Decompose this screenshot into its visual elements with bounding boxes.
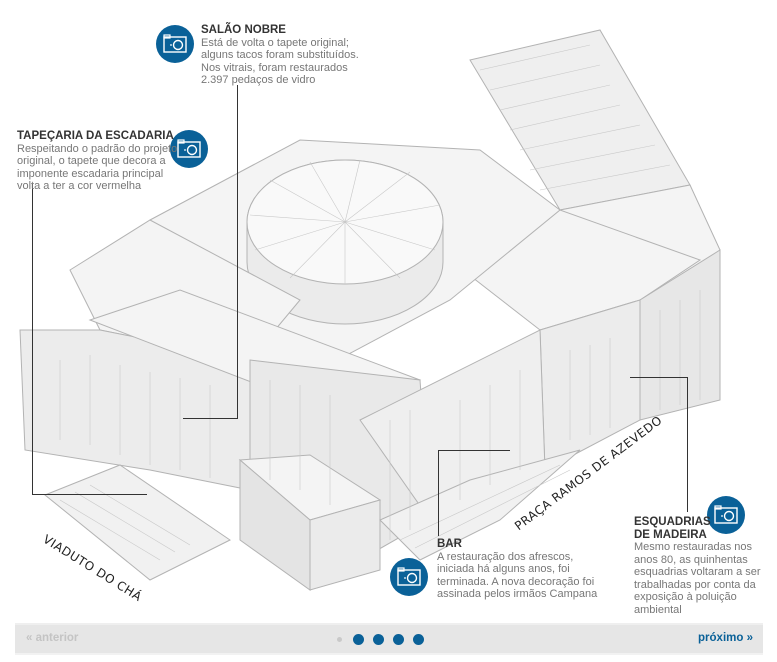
salao-nobre-camera-button[interactable] [156, 25, 194, 63]
callout-text: Respeitando o padrão do projeto [17, 142, 178, 155]
callout-text: anos 80, as quinhentas [634, 553, 748, 566]
page-dot-5[interactable] [413, 634, 424, 645]
tapecaria-camera-button[interactable] [170, 130, 208, 168]
callout-text: A restauração dos afrescos, [437, 550, 574, 563]
callout-text: ambiental [634, 603, 682, 616]
bar-leader-line [438, 450, 510, 451]
callout-text: original, o tapete que decora a [17, 155, 166, 167]
pagination-bar: « anterior próximo » [15, 623, 763, 655]
next-button[interactable]: próximo » [698, 632, 753, 644]
callout-title: SALÃO NOBRE [201, 24, 286, 36]
callout-text: imponente escadaria principal [17, 167, 164, 180]
salao-nobre-leader-line [183, 418, 238, 419]
callout-title: TAPEÇARIA DA ESCADARIA [17, 130, 174, 142]
tapecaria-callout: TAPEÇARIA DA ESCADARIA Respeitando o pad… [17, 130, 177, 193]
esquadrias-leader-line [630, 377, 687, 378]
callout-text: 2.397 pedaços de vidro [201, 74, 316, 86]
previous-button[interactable]: « anterior [26, 632, 79, 644]
callout-text: terminada. A nova decoração foi [437, 575, 595, 588]
callout-title: DE MADEIRA [634, 528, 707, 541]
esquadrias-leader-line [687, 377, 688, 512]
camera-icon [163, 34, 187, 53]
callout-text: trabalhadas por conta da [634, 578, 756, 591]
callout-text: esquadrias voltaram a ser [634, 566, 761, 578]
callout-text: alguns tacos foram substituídos. [201, 49, 359, 61]
bar-camera-button[interactable] [390, 558, 428, 596]
salao-nobre-callout: SALÃO NOBRE Está de volta o tapete origi… [201, 24, 359, 87]
callout-text: Nos vitrais, foram restaurados [201, 61, 348, 74]
page-dot-3[interactable] [373, 634, 384, 645]
callout-text: iniciada há alguns anos, foi [437, 563, 570, 575]
camera-icon [714, 505, 738, 524]
callout-title: BAR [437, 538, 462, 550]
esquadrias-camera-button[interactable] [707, 496, 745, 534]
bar-leader-line [438, 450, 439, 536]
salao-nobre-leader-line [237, 85, 238, 419]
callout-text: Está de volta o tapete original; [201, 36, 349, 49]
callout-title: ESQUADRIAS [634, 516, 711, 528]
page-dot-1-current[interactable] [337, 637, 342, 642]
bar-callout: BAR A restauração dos afrescos, iniciada… [437, 538, 597, 601]
camera-icon [397, 567, 421, 586]
callout-text: assinada pelos irmãos Campana [437, 588, 598, 600]
tapecaria-leader-line [32, 184, 33, 495]
callout-text: volta a ter a cor vermelha [17, 180, 142, 192]
tapecaria-leader-line [32, 494, 147, 495]
page-dot-2[interactable] [353, 634, 364, 645]
callout-text: Mesmo restauradas nos [634, 541, 752, 553]
page-dot-4[interactable] [393, 634, 404, 645]
callout-text: exposição à poluição [634, 591, 737, 603]
esquadrias-callout: ESQUADRIAS DE MADEIRA Mesmo restauradas … [634, 516, 761, 616]
camera-icon [177, 139, 201, 158]
